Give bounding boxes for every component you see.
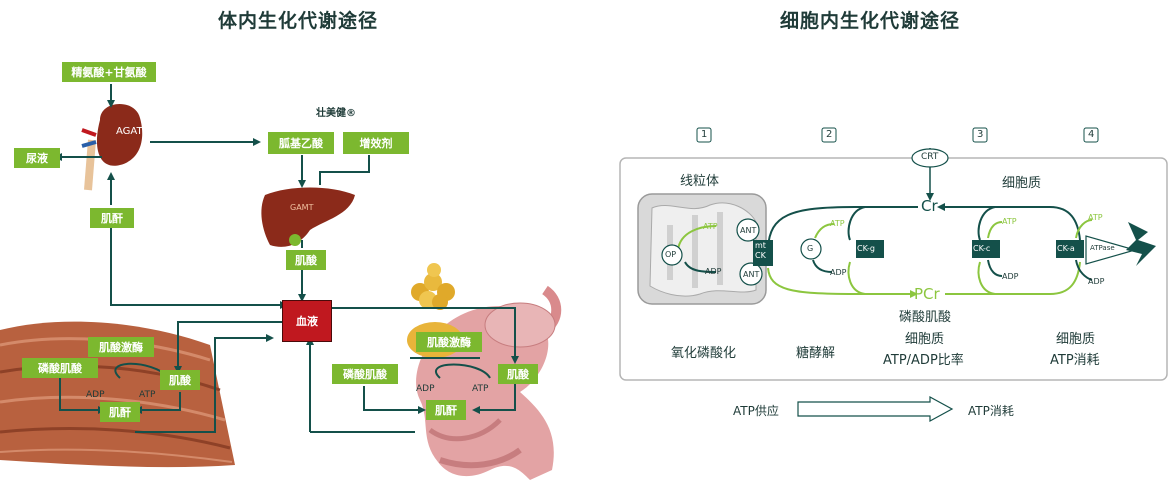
mito-atp-label: ATP [703,222,718,231]
fat-cluster-illustration [411,263,455,310]
g-label: G [807,244,814,253]
muscle-creatine-box: 肌酸 [160,370,200,390]
pcr-label: PCr [914,285,940,303]
crt-transporter [911,148,949,168]
mtck-node [753,240,773,266]
ant-node-top [736,218,760,242]
cyto-consume-label-2: ATP消耗 [1050,353,1100,368]
cka-adp-label: ADP [1088,277,1105,286]
step-box-1 [696,127,712,143]
right-title: 细胞内生化代谢途径 [780,10,961,32]
pcr-text-label: 磷酸肌酸 [899,310,952,325]
enhancer-box: 增效剂 [343,132,409,154]
ckc-adp-label: ADP [1002,272,1019,281]
op-label: OP [665,250,677,259]
cyto-consume-label-1: 细胞质 [1056,332,1096,347]
atpase-shape [1085,235,1138,265]
ckc-node [972,240,1000,258]
mitochondria-label: 线粒体 [680,174,720,189]
cka-node [1056,240,1084,258]
gut-adp-label: ADP [416,384,435,394]
left-title: 体内生化代谢途径 [218,10,379,32]
muscle-phosphocreatine-box: 磷酸肌酸 [22,358,98,378]
cytoplasm-label: 细胞质 [1002,176,1042,191]
step-3: 3 [977,129,984,140]
ckc-atp-label: ATP [1002,217,1017,226]
ckg-atp-label: ATP [830,219,845,228]
op-node [661,244,683,266]
muscle-kinase-box: 肌酸激酶 [88,337,154,357]
cr-label: Cr [921,197,938,215]
gut-creatine-box: 肌酸 [498,364,538,384]
crt-label: CRT [921,152,939,162]
left-connectors [54,84,519,433]
ckc-label: CK-c [973,244,991,253]
step-1: 1 [701,129,708,140]
step-2: 2 [826,129,833,140]
supply-consume-arrow [797,395,954,423]
muscle-creatinine-box: 肌酐 [100,402,140,422]
creatine-liver-box: 肌酸 [286,250,326,270]
supply-label: ATP供应 [733,404,779,418]
step-box-3 [972,127,988,143]
ant-node-bottom [739,262,763,286]
cyto-ratio-label-1: 细胞质 [905,332,945,347]
muscle-adp-label: ADP [86,390,105,400]
cell-outline [619,157,1168,381]
cka-label: CK-a [1057,244,1075,253]
atpase-label: ATPase [1090,244,1115,252]
step-box-4 [1083,127,1099,143]
consume-label: ATP消耗 [968,404,1014,418]
lightning-icon [1126,222,1156,266]
agat-label: AGAT [116,126,143,137]
blood-box: 血液 [282,300,332,342]
cyto-ratio-label-2: ATP/ADP比率 [883,353,964,368]
ckg-adp-label: ADP [830,268,847,277]
gut-creatinine-box: 肌酐 [426,400,466,420]
oxphos-label: 氧化磷酸化 [671,346,737,361]
arginine-glycine-box: 精氨酸+甘氨酸 [62,62,156,82]
creatinine-kidney-box: 肌酐 [90,208,134,228]
urine-box: 尿液 [14,148,60,168]
mtck-label: mt CK [755,241,766,260]
ckg-node [856,240,884,258]
ckg-label: CK-g [857,244,875,253]
glycolysis-label: 糖酵解 [796,346,836,361]
gut-phosphocreatine-box: 磷酸肌酸 [332,364,398,384]
gut-kinase-box: 肌酸激酶 [416,332,482,352]
cka-atp-label: ATP [1088,213,1103,222]
muscle-atp-label: ATP [139,390,156,400]
liver-illustration [261,187,355,247]
ant-bottom-label: ANT [743,270,760,279]
step-box-2 [821,127,837,143]
gut-atp-label: ATP [472,384,489,394]
brand-label: 壮美健® [316,108,356,119]
ant-top-label: ANT [740,226,757,235]
right-diagram-canvas [619,127,1168,423]
gamt-label: GAMT [290,203,314,212]
gaa-box: 胍基乙酸 [268,132,334,154]
mito-adp-label: ADP [705,267,722,276]
kidney-illustration [81,103,143,191]
g-node [800,238,822,260]
step-4: 4 [1088,129,1095,140]
